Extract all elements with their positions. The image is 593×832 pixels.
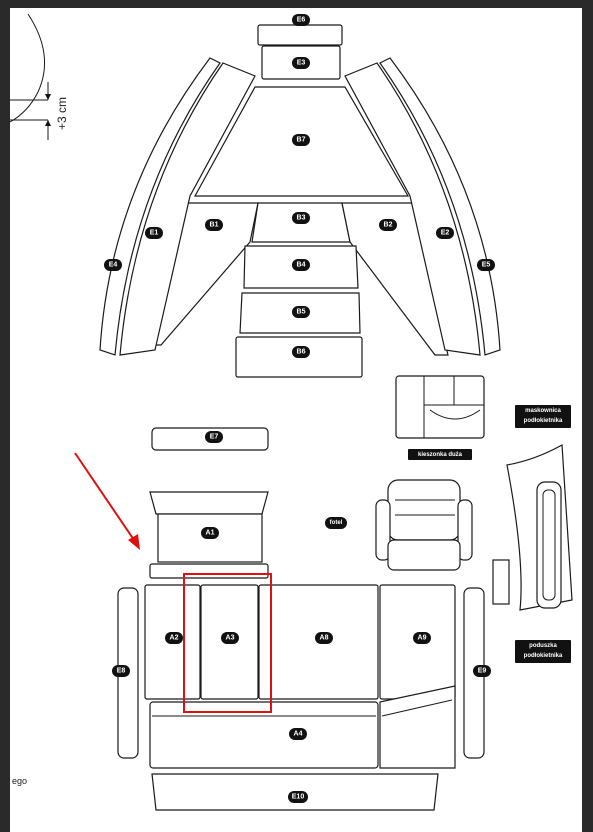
pill-e8-bg	[112, 665, 130, 677]
label-poduszka-line2: podłokietnika	[524, 653, 563, 659]
dimension-note: +3 cm	[55, 97, 69, 130]
label-maskownica-line2: podłokietnika	[524, 418, 563, 424]
pill-b3: B3	[297, 215, 306, 222]
cushion-slot-outer	[536, 481, 562, 609]
pill-b2-bg	[379, 219, 397, 231]
part-e4-shape	[99, 57, 221, 356]
pointer-arrow-line	[74, 452, 135, 541]
part-a1-body	[157, 513, 263, 563]
stray-text: ego	[12, 776, 27, 786]
label-maskownica-bg	[515, 405, 571, 428]
highlight-box	[183, 573, 272, 713]
pill-e1-bg	[145, 227, 163, 239]
dimension-detail: +3 cm	[9, 13, 69, 140]
pill-e6-bg	[292, 14, 310, 26]
pill-a2: A2	[170, 635, 179, 642]
pill-a9-bg	[413, 632, 431, 644]
cushion-small-strip	[492, 559, 510, 605]
sofa-layout-group	[117, 584, 485, 811]
armchair-seat	[387, 539, 461, 571]
pocket-divisions	[423, 376, 484, 438]
pill-a1-bg	[201, 527, 219, 539]
label-fotel: fotel	[330, 520, 343, 526]
pill-b3-bg	[292, 212, 310, 224]
part-e1-shape	[119, 62, 256, 356]
upper-fan-group	[99, 24, 501, 378]
pill-b5-bg	[292, 306, 310, 318]
armchair-right-arm	[457, 499, 473, 561]
pill-a8-bg	[315, 632, 333, 644]
part-a1-base	[149, 563, 269, 579]
armchair-group	[375, 479, 473, 571]
part-a4-shape	[149, 701, 379, 769]
pill-e5-bg	[477, 259, 495, 271]
armchair-back	[387, 479, 461, 541]
part-e5-shape	[379, 57, 501, 356]
cushion-panel-group: poduszka podłokietnika	[492, 444, 573, 663]
part-e6-shape	[257, 24, 343, 46]
pill-e10: E10	[292, 794, 305, 801]
pill-e3: E3	[297, 60, 306, 67]
armchair-left-arm	[375, 499, 391, 561]
pill-e4-bg	[104, 259, 122, 271]
pill-b7: B7	[297, 137, 306, 144]
part-b2-shape	[341, 202, 449, 356]
pill-b1: B1	[210, 222, 219, 229]
pill-b4: B4	[297, 262, 306, 269]
pill-b2: B2	[384, 222, 393, 229]
pill-b6: B6	[297, 349, 306, 356]
armchair-details	[395, 499, 455, 516]
pill-e6: E6	[297, 17, 306, 24]
pocket-group: kieszonka duża maskownica podłokietnika	[395, 375, 571, 460]
pill-a4: A4	[294, 731, 303, 738]
part-a4-wedge-line	[381, 699, 453, 717]
pill-a1: A1	[206, 530, 215, 537]
pocket-outline	[395, 375, 485, 439]
part-e2-shape	[344, 62, 481, 356]
part-a1-group	[149, 491, 269, 579]
pill-e1: E1	[150, 230, 159, 237]
pill-e3-bg	[292, 57, 310, 69]
dim-arrowhead-top	[45, 94, 51, 100]
pill-b4-bg	[292, 259, 310, 271]
cushion-slot-inner	[542, 489, 556, 601]
pill-e4: E4	[109, 262, 118, 269]
pill-a8: A8	[320, 635, 329, 642]
label-poduszka-bg	[515, 640, 571, 663]
pill-a3-bg	[221, 632, 239, 644]
fotel-label-group: fotel	[325, 517, 347, 529]
label-kieszonka-bg	[408, 449, 472, 460]
pill-e9: E9	[478, 668, 487, 675]
label-maskownica-line1: maskownica	[525, 408, 561, 414]
pill-e7-bg	[205, 431, 223, 443]
pill-e10-bg	[288, 791, 308, 803]
pill-a9: A9	[418, 635, 427, 642]
pocket-curve	[429, 409, 481, 420]
pill-b5: B5	[297, 309, 306, 316]
pill-e2: E2	[441, 230, 450, 237]
pill-a4-bg	[289, 728, 307, 740]
label-kieszonka: kieszonka duża	[418, 452, 463, 458]
pill-e2-bg	[436, 227, 454, 239]
part-a1-top	[149, 491, 269, 515]
viewer-scroll-strip[interactable]	[582, 8, 593, 832]
pill-b1-bg	[205, 219, 223, 231]
pill-e8: E8	[117, 668, 126, 675]
pointer-arrowhead	[128, 534, 140, 550]
pill-e7: E7	[210, 434, 219, 441]
dim-arrowhead-bottom	[45, 120, 51, 126]
pill-b7-bg	[292, 134, 310, 146]
pill-e5: E5	[482, 262, 491, 269]
label-fotel-bg	[325, 517, 347, 529]
label-poduszka-line1: poduszka	[529, 643, 557, 649]
pill-a3: A3	[226, 635, 235, 642]
pill-b6-bg	[292, 346, 310, 358]
partial-arc-outer	[9, 13, 46, 123]
pill-e9-bg	[473, 665, 491, 677]
pill-a2-bg	[165, 632, 183, 644]
part-a4-wedge	[379, 685, 456, 769]
viewer-top-bar	[0, 0, 593, 8]
